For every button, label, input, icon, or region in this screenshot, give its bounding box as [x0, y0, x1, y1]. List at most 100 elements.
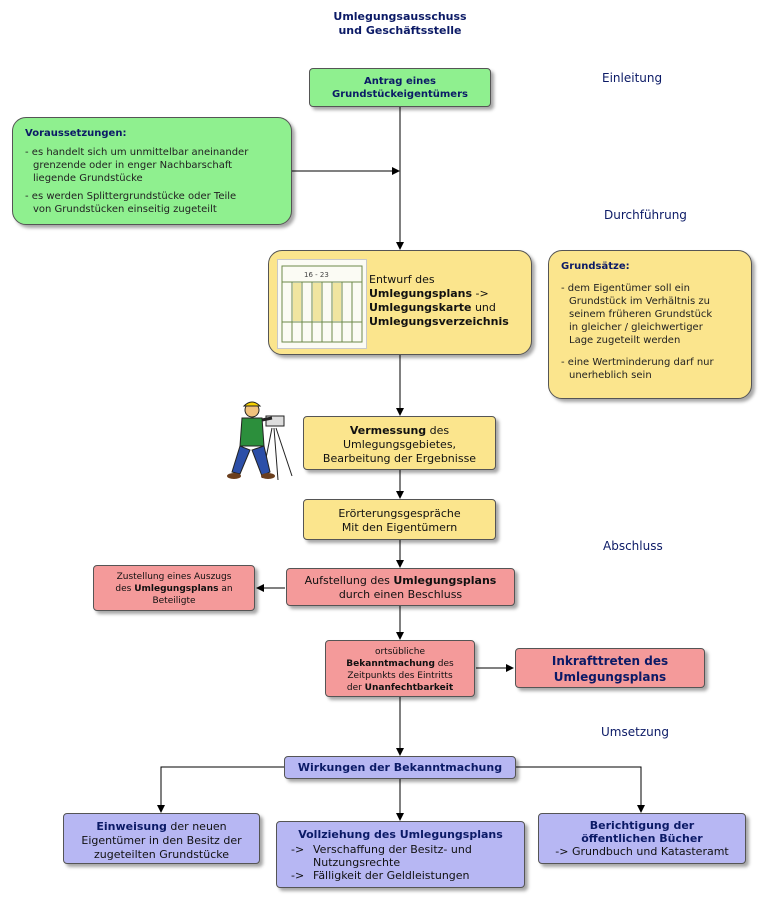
- section-durchfuehrung: Durchführung: [604, 208, 687, 222]
- einweisung-line3: zugeteilten Grundstücke: [93, 848, 230, 861]
- voraussetzungen-item2-line2: von Grundstücken einseitig zugeteilt: [33, 204, 217, 215]
- grundsaetze-box: Grundsätze: - dem Eigentümer soll ein Gr…: [548, 250, 752, 399]
- vollziehung-arrow1: ->: [291, 843, 305, 856]
- entwurf-umlegungskarte: Umlegungskarte: [369, 301, 472, 314]
- zustellung-line3: Beteiligte: [152, 596, 196, 606]
- section-einleitung: Einleitung: [602, 71, 663, 85]
- header-title: Umlegungsausschuss und Geschäftsstelle: [300, 10, 500, 38]
- zustellung-line2: des Umlegungsplans an: [94, 583, 254, 595]
- inkrafttreten-line1: Inkrafttreten des: [551, 654, 669, 668]
- entwurf-arrow: ->: [472, 287, 489, 300]
- bekanntmachung-bold: Bekanntmachung: [346, 659, 435, 669]
- grundsaetze-item1-line1: - dem Eigentümer soll ein: [561, 283, 690, 294]
- entwurf-und: und: [471, 301, 496, 314]
- vollziehung-item1: -> Verschaffung der Besitz- und Nutzungs…: [285, 843, 516, 869]
- vermessung-des: des: [426, 424, 450, 437]
- entwurf-umlegungsplans: Umlegungsplans: [369, 287, 473, 300]
- voraussetzungen-item1: - es handelt sich um unmittelbar aneinan…: [25, 146, 279, 185]
- grundsaetze-item1-line5: Lage zugeteilt werden: [569, 335, 681, 346]
- voraussetzungen-item1-line2: grenzende oder in enger Nachbarschaft: [33, 160, 233, 171]
- vollziehung-title: Vollziehung des Umlegungsplans: [298, 828, 503, 841]
- bekanntmachung-line4: der Unanfechtbarkeit: [326, 682, 474, 694]
- grundsaetze-item1-line4: in gleicher / gleichwertiger: [569, 322, 703, 333]
- vollziehung-item2: -> Fälligkeit der Geldleistungen: [285, 869, 516, 882]
- entwurf-line3: Umlegungskarte und: [369, 301, 509, 315]
- vollziehung-box: Vollziehung des Umlegungsplans -> Versch…: [276, 821, 525, 888]
- surveyor-icon: [227, 401, 293, 481]
- einweisung-line2: Eigentümer in den Besitz der: [81, 834, 242, 847]
- voraussetzungen-item2: - es werden Splittergrundstücke oder Tei…: [25, 190, 279, 216]
- zustellung-bold: Umlegungsplans: [134, 584, 219, 594]
- section-umsetzung: Umsetzung: [601, 725, 669, 739]
- wirkungen-box: Wirkungen der Bekanntmachung: [284, 756, 516, 779]
- map-label: 16 - 23: [304, 271, 329, 279]
- berichtigung-line3: -> Grundbuch und Katasteramt: [555, 845, 729, 858]
- entwurf-line2: Umlegungsplans ->: [369, 287, 509, 301]
- bekanntmachung-des: des: [434, 659, 454, 669]
- berichtigung-line1: Berichtigung der: [589, 819, 695, 832]
- antrag-line2: Grundstückeigentümers: [332, 89, 468, 100]
- grundsaetze-item2-line1: - eine Wertminderung darf nur: [561, 357, 714, 368]
- vermessung-line2: Umlegungsgebietes,: [342, 438, 457, 451]
- berichtigung-line2: öffentlichen Bücher: [581, 832, 703, 845]
- header-line2: und Geschäftsstelle: [338, 24, 462, 37]
- eroerterung-line1: Erörterungsgespräche: [338, 507, 461, 520]
- einweisung-text: der neuen: [166, 820, 227, 833]
- einweisung-line1: Einweisung der neuen: [64, 820, 259, 834]
- vermessung-box: Vermessung des Umlegungsgebietes, Bearbe…: [303, 416, 496, 470]
- vermessung-line3: Bearbeitung der Ergebnisse: [322, 452, 477, 465]
- section-abschluss: Abschluss: [603, 539, 663, 553]
- grundsaetze-item1-line3: seinem früheren Grundstück: [569, 309, 713, 320]
- vollziehung-item1-line2: Nutzungsrechte: [313, 856, 401, 869]
- bekanntmachung-der: der: [346, 683, 365, 693]
- zustellung-an: an: [218, 584, 233, 594]
- grundsaetze-item1-line2: Grundstück im Verhältnis zu: [569, 296, 710, 307]
- voraussetzungen-box: Voraussetzungen: - es handelt sich um un…: [12, 117, 292, 225]
- eroerterung-line2: Mit den Eigentümern: [341, 521, 458, 534]
- bekanntmachung-line3: Zeitpunkts des Eintritts: [347, 671, 453, 681]
- aufstellung-box: Aufstellung des Umlegungsplans durch ein…: [286, 568, 515, 606]
- vollziehung-arrow2: ->: [291, 869, 305, 882]
- entwurf-line4: Umlegungsverzeichnis: [369, 315, 509, 329]
- grundsaetze-item1: - dem Eigentümer soll ein Grundstück im …: [561, 282, 739, 347]
- grundsaetze-title: Grundsätze:: [561, 261, 630, 272]
- antrag-box: Antrag eines Grundstückeigentümers: [309, 68, 491, 107]
- vermessung-line1: Vermessung des: [304, 424, 495, 438]
- line-wirkungen-right: [516, 766, 645, 813]
- entwurf-line1: Entwurf des: [369, 273, 435, 286]
- inkrafttreten-box: Inkrafttreten des Umlegungsplans: [515, 648, 705, 688]
- vermessung-bold: Vermessung: [349, 424, 427, 437]
- entwurf-box: 16 - 23 Entwurf des Umlegungsplans -> Um…: [268, 250, 532, 355]
- aufstellung-text: Aufstellung des: [304, 574, 394, 587]
- inkrafttreten-line2: Umlegungsplans: [553, 670, 667, 684]
- entwurf-text: Entwurf des Umlegungsplans -> Umlegungsk…: [369, 273, 509, 329]
- grundsaetze-item2-line2: unerheblich sein: [569, 370, 652, 381]
- eroerterung-box: Erörterungsgespräche Mit den Eigentümern: [303, 499, 496, 540]
- bekanntmachung-bold2: Unanfechtbarkeit: [364, 683, 454, 693]
- aufstellung-line1: Aufstellung des Umlegungsplans: [287, 574, 514, 588]
- bekanntmachung-line1: ortsübliche: [374, 647, 426, 657]
- aufstellung-line2: durch einen Beschluss: [338, 588, 463, 601]
- header-line1: Umlegungsausschuss: [333, 10, 467, 23]
- bekanntmachung-box: ortsübliche Bekanntmachung des Zeitpunkt…: [325, 640, 475, 697]
- aufstellung-bold: Umlegungsplans: [393, 574, 497, 587]
- voraussetzungen-item1-line1: - es handelt sich um unmittelbar aneinan…: [25, 147, 249, 158]
- zustellung-des: des: [115, 584, 135, 594]
- einweisung-box: Einweisung der neuen Eigentümer in den B…: [63, 813, 260, 864]
- vollziehung-item1-line1: Verschaffung der Besitz- und: [313, 843, 472, 856]
- berichtigung-box: Berichtigung der öffentlichen Bücher -> …: [538, 813, 746, 864]
- voraussetzungen-item2-line1: - es werden Splittergrundstücke oder Tei…: [25, 191, 237, 202]
- grundsaetze-item2: - eine Wertminderung darf nur unerheblic…: [561, 356, 739, 382]
- entwurf-umlegungsverzeichnis: Umlegungsverzeichnis: [369, 315, 509, 328]
- zustellung-box: Zustellung eines Auszugs des Umlegungspl…: [93, 565, 255, 611]
- einweisung-bold: Einweisung: [96, 820, 167, 833]
- vollziehung-item2-line1: Fälligkeit der Geldleistungen: [313, 869, 470, 882]
- voraussetzungen-item1-line3: liegende Grundstücke: [33, 173, 143, 184]
- antrag-line1: Antrag eines: [363, 76, 437, 87]
- voraussetzungen-title: Voraussetzungen:: [25, 128, 127, 139]
- bekanntmachung-line2: Bekanntmachung des: [326, 658, 474, 670]
- zustellung-line1: Zustellung eines Auszugs: [116, 572, 232, 582]
- cadastral-map-image: 16 - 23: [277, 259, 367, 349]
- line-wirkungen-left: [157, 766, 284, 813]
